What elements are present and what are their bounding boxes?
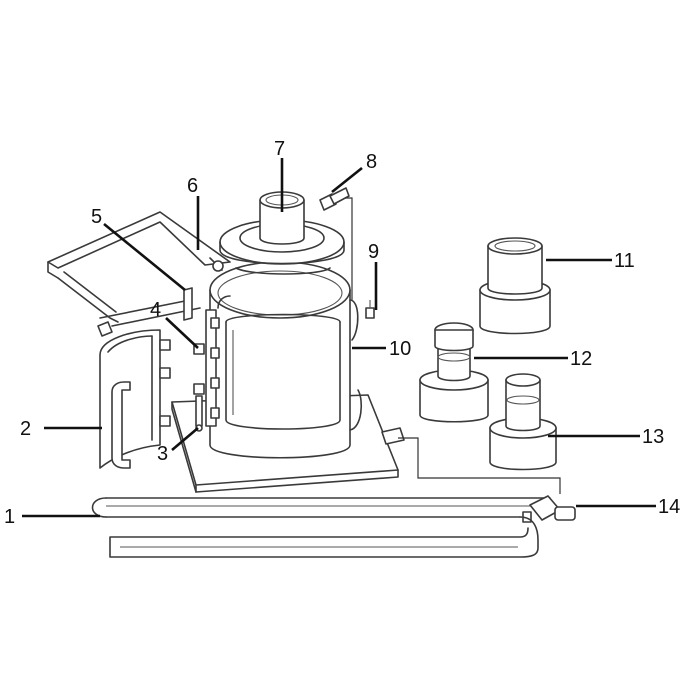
part-number-label: 2: [20, 418, 31, 440]
part-number-label: 12: [570, 348, 592, 370]
part-2-door: [99, 329, 171, 469]
part-number-label: 8: [366, 151, 377, 173]
part-6-wire-frame: [47, 211, 231, 327]
part-9-pin: [365, 300, 375, 319]
part-number-label: 4: [150, 299, 161, 321]
part-number-labels: 1 2 3 4 5 6 7 8 9 10 11 12 13 14: [4, 138, 680, 528]
part-1-heating-cable: [91, 497, 551, 558]
part-7-lid: [219, 191, 345, 275]
part-number-label: 1: [4, 506, 15, 528]
part-11-adapter: [479, 237, 551, 335]
part-8-nozzle: [319, 187, 350, 211]
part-number-label: 14: [658, 496, 680, 518]
part-number-label: 5: [91, 206, 102, 228]
part-14-connector: [522, 495, 576, 523]
callout-leaders: [22, 158, 656, 518]
part-number-label: 9: [368, 241, 379, 263]
part-number-label: 11: [614, 250, 635, 272]
part-4-clip: [193, 343, 205, 395]
part-13-adapter: [489, 373, 557, 471]
part-5-bracket: [97, 287, 193, 337]
connector-lines: [345, 197, 561, 494]
part-3-rod: [195, 395, 203, 432]
part-12-adapter: [419, 322, 489, 423]
part-number-label: 3: [157, 443, 168, 465]
part-number-label: 13: [642, 426, 664, 448]
part-number-label: 6: [187, 175, 198, 197]
part-10-cylinder: [205, 261, 405, 459]
part-number-label: 7: [274, 138, 285, 160]
part-number-label: 10: [389, 338, 411, 360]
